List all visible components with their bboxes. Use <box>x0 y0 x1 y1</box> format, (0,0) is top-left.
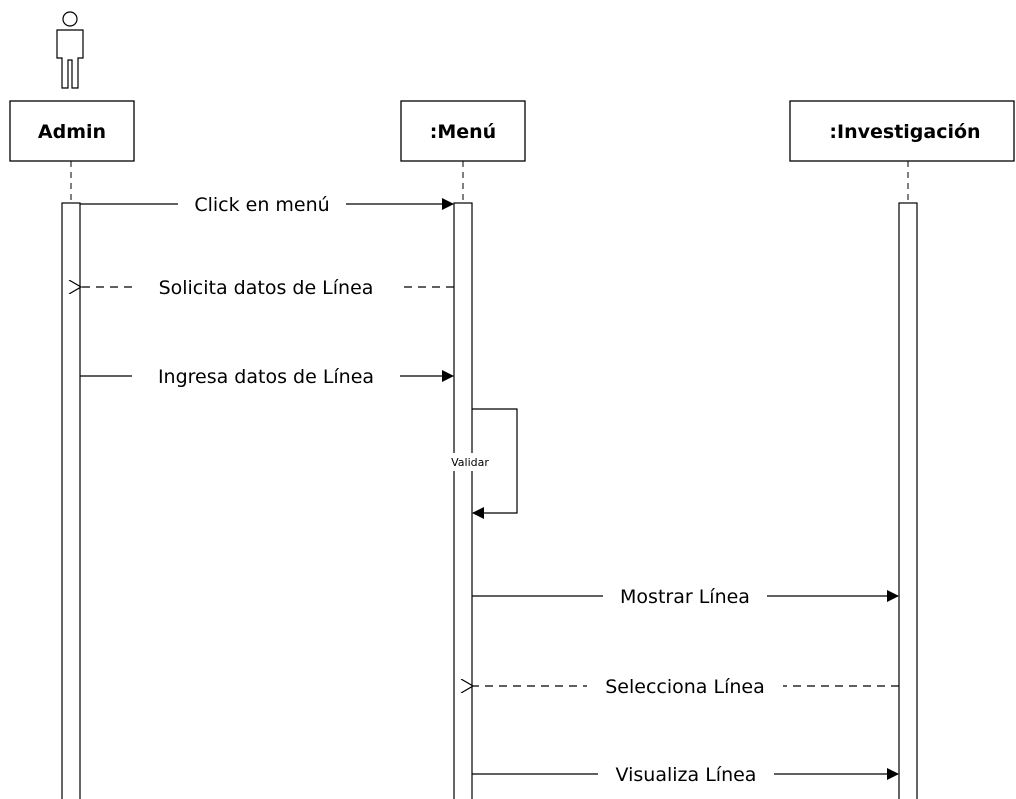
message-visualiza-linea: Visualiza Línea <box>472 762 899 788</box>
message-label: Solicita datos de Línea <box>159 277 374 299</box>
message-click-en-menu: Click en menú <box>80 192 454 218</box>
message-validar-self: Validar <box>447 408 518 519</box>
message-solicita-datos: Solicita datos de Línea <box>81 275 454 301</box>
message-label: Visualiza Línea <box>616 764 757 786</box>
admin-actor-icon <box>56 11 84 89</box>
participant-investigacion-label: :Investigación <box>829 121 980 143</box>
participant-menu-label: :Menú <box>430 121 496 143</box>
message-label: Validar <box>451 456 489 469</box>
message-label: Selecciona Línea <box>605 676 764 698</box>
participant-admin: Admin <box>9 100 135 162</box>
message-mostrar-linea: Mostrar Línea <box>472 584 899 610</box>
message-label: Ingresa datos de Línea <box>158 366 374 388</box>
message-ingresa-datos: Ingresa datos de Línea <box>80 364 454 390</box>
activation-bar-investigacion <box>898 202 918 799</box>
message-selecciona-linea: Selecciona Línea <box>473 674 899 700</box>
activation-bar-admin <box>61 202 81 799</box>
participant-investigacion: :Investigación <box>789 100 1015 162</box>
activation-bar-menu <box>453 202 473 799</box>
participant-admin-label: Admin <box>38 121 106 143</box>
message-label: Click en menú <box>194 194 329 216</box>
participant-menu: :Menú <box>400 100 526 162</box>
message-label: Mostrar Línea <box>620 586 750 608</box>
